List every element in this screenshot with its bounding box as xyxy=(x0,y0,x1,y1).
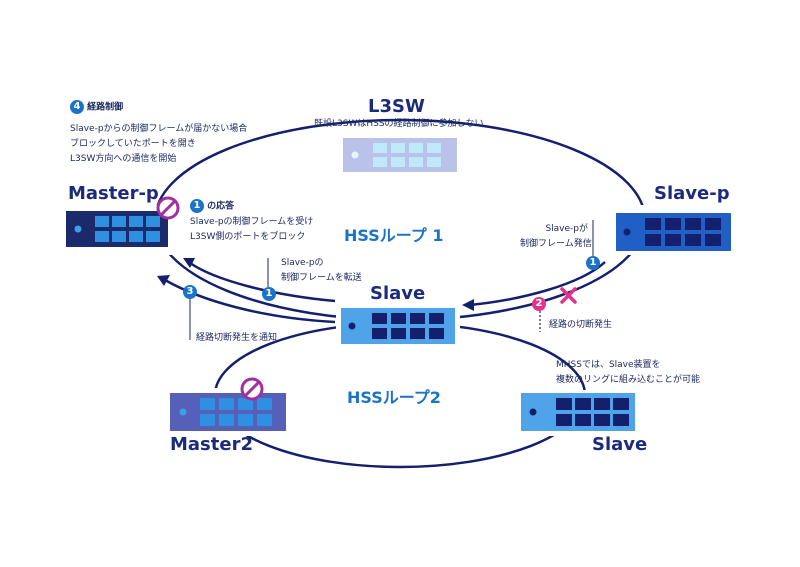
step1-response-line: Slave-pの制御フレームを受け xyxy=(190,216,314,227)
step-badge-1: 1 xyxy=(262,287,276,301)
prohibited-icon xyxy=(240,377,264,401)
step1-forward-line: Slave-pの xyxy=(281,258,324,268)
step1-forward-note: Slave-pの 制御フレームを転送 xyxy=(281,256,362,286)
step-badge-1: 1 xyxy=(190,199,204,213)
l3sw-title: L3SW xyxy=(368,96,425,117)
step4-line: ブロックしていたポートを開き xyxy=(70,138,196,149)
step1-send-line: 制御フレーム発信 xyxy=(520,239,592,249)
forward-arrow-1 xyxy=(189,261,336,303)
slave-bottom-title: Slave xyxy=(592,434,648,455)
arrowhead-forward-1 xyxy=(183,258,195,268)
step1-forward-line: 制御フレームを転送 xyxy=(281,273,362,283)
cross-icon xyxy=(560,287,577,304)
hss-loop-1-label: HSSループ 1 xyxy=(344,226,444,245)
slave-center-title: Slave xyxy=(370,283,426,304)
step1-send-line: Slave-pが xyxy=(545,224,588,234)
mhss-line: 複数のリングに組み込むことが可能 xyxy=(556,375,701,385)
master-p-switch xyxy=(66,211,168,247)
arrowhead-send-1 xyxy=(462,299,474,311)
mhss-line: MHSSでは、Slave装置を xyxy=(556,360,661,370)
step1-response-line: L3SW側のポートをブロック xyxy=(190,231,306,242)
notify-arrow-3 xyxy=(164,278,336,324)
step1-response-note: 1 の応答 Slave-pの制御フレームを受け L3SW側のポートをブロック xyxy=(190,199,313,245)
step4-line: L3SW方向への通信を開始 xyxy=(70,153,177,164)
step-badge-2: 2 xyxy=(532,297,546,311)
step3-text: 経路切断発生を通知 xyxy=(196,333,278,343)
master2-switch xyxy=(170,393,286,431)
master-p-title: Master-p xyxy=(68,183,159,204)
step-badge-1: 1 xyxy=(586,256,600,270)
master2-title: Master2 xyxy=(170,434,253,455)
prohibited-icon xyxy=(156,196,180,220)
step-badge-3: 3 xyxy=(183,285,197,299)
step4-title: 経路制御 xyxy=(87,102,124,113)
l3sw-subtitle: 既設L3SWはHSSの経路制御に参加しない xyxy=(314,119,484,129)
slave-p-title: Slave-p xyxy=(654,183,730,204)
hss-loop-2-label: HSSループ2 xyxy=(347,388,441,407)
l3sw-switch xyxy=(343,138,457,172)
mhss-note: MHSSでは、Slave装置を 複数のリングに組み込むことが可能 xyxy=(556,358,700,388)
step1-response-title: の応答 xyxy=(207,201,235,212)
step2-text: 経路の切断発生 xyxy=(549,320,613,330)
step4-line: Slave-pからの制御フレームが届かない場合 xyxy=(70,123,248,134)
step1-send-note: Slave-pが 制御フレーム発信 xyxy=(520,222,592,252)
step4-note: 4 経路制御 Slave-pからの制御フレームが届かない場合 ブロックしていたポ… xyxy=(70,100,247,167)
slave-center-switch xyxy=(341,308,455,344)
slave-p-switch xyxy=(616,213,731,251)
step-badge-4: 4 xyxy=(70,100,84,114)
arrowhead-notify-3 xyxy=(157,275,170,286)
slave-bottom-switch xyxy=(521,393,635,431)
